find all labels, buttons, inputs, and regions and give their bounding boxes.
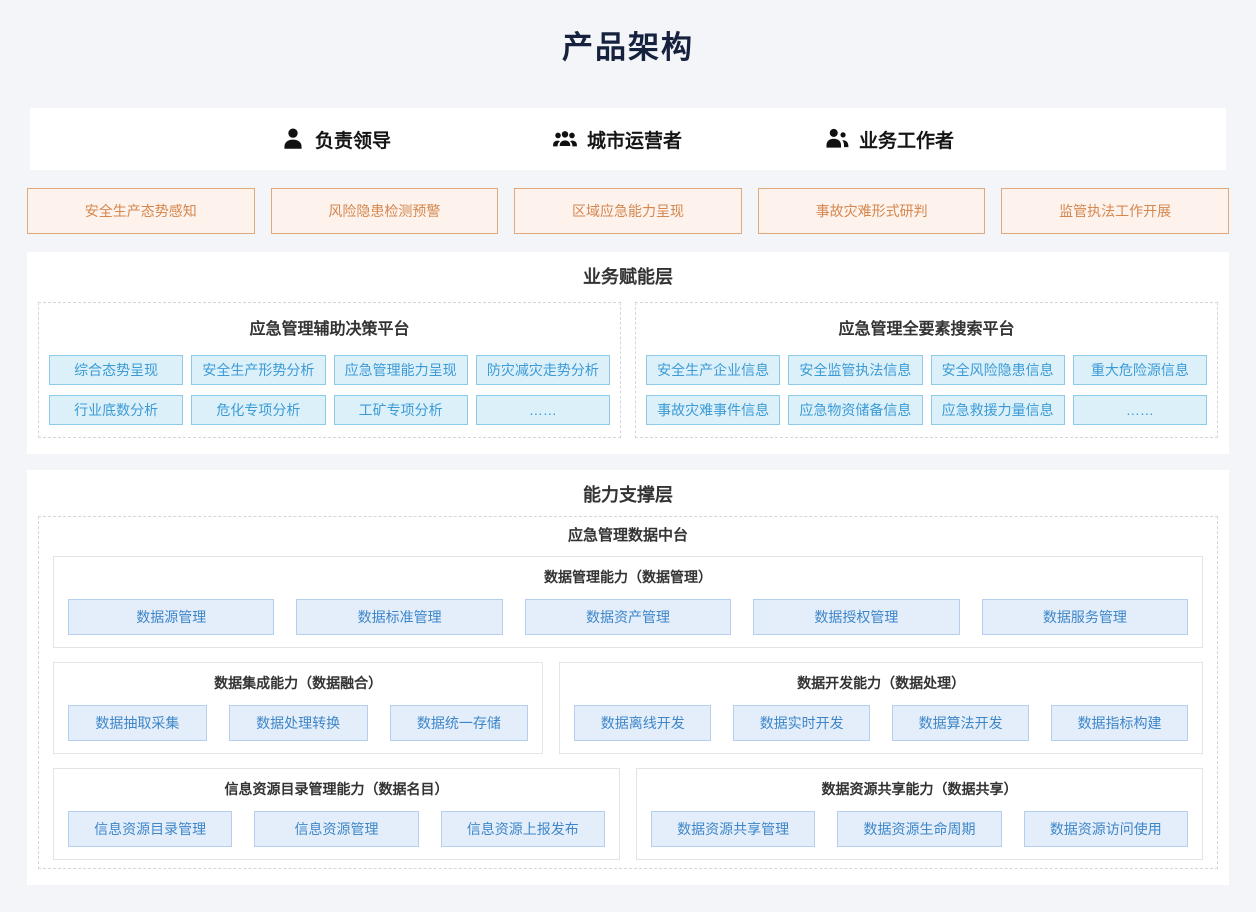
platform-decision-support: 应急管理辅助决策平台 综合态势呈现 安全生产形势分析 应急管理能力呈现 防灾减灾…: [38, 302, 621, 438]
group-title: 数据开发能力（数据处理）: [797, 675, 966, 691]
user-roles-bar: 负责领导 城市运营者 业务工作者: [30, 108, 1226, 170]
scenario-safety-situation: 安全生产态势感知: [27, 188, 255, 234]
group-data-management: 数据管理能力（数据管理） 数据源管理 数据标准管理 数据资产管理 数据授权管理 …: [53, 556, 1203, 648]
platform-full-element-search: 应急管理全要素搜索平台 安全生产企业信息 安全监管执法信息 安全风险隐患信息 重…: [635, 302, 1218, 438]
platform-title: 应急管理全要素搜索平台: [838, 321, 1015, 338]
capability-chip: 数据源管理: [68, 599, 275, 635]
group-row: 信息资源目录管理能力（数据名目） 信息资源目录管理 信息资源管理 信息资源上报发…: [53, 768, 1203, 860]
capability-chip: 数据统一存储: [389, 705, 529, 741]
feature-chip: 防灾减灾走势分析: [475, 355, 610, 385]
capability-chip: 数据离线开发: [574, 705, 712, 741]
capability-chip: 数据标准管理: [296, 599, 503, 635]
scenario-regional-capability: 区域应急能力呈现: [514, 188, 742, 234]
feature-chip: 应急管理能力呈现: [333, 355, 468, 385]
platform-feature-grid: 安全生产企业信息 安全监管执法信息 安全风险隐患信息 重大危险源信息 事故灾难事…: [646, 355, 1207, 425]
capability-chip: 数据指标构建: [1051, 705, 1189, 741]
group-chip-row: 数据离线开发 数据实时开发 数据算法开发 数据指标构建: [574, 705, 1189, 741]
feature-chip: 安全风险隐患信息: [930, 355, 1065, 385]
scenario-risk-warning: 风险隐患检测预警: [270, 188, 499, 234]
capability-chip: 信息资源管理: [254, 811, 419, 847]
feature-chip: 行业底数分析: [49, 395, 184, 425]
group-data-development: 数据开发能力（数据处理） 数据离线开发 数据实时开发 数据算法开发 数据指标构建: [559, 662, 1203, 754]
role-leader: 负责领导: [280, 126, 552, 153]
group-row: 数据集成能力（数据融合） 数据抽取采集 数据处理转换 数据统一存储 数据开发能力…: [53, 662, 1203, 754]
business-layer-title: 业务赋能层: [583, 267, 673, 287]
feature-chip: 综合态势呈现: [49, 355, 184, 385]
capability-chip: 数据资产管理: [524, 599, 732, 635]
feature-chip: 工矿专项分析: [333, 395, 468, 425]
group-title: 信息资源目录管理能力（数据名目）: [224, 781, 449, 797]
role-label: 负责领导: [315, 130, 392, 152]
feature-chip: 应急物资储备信息: [788, 395, 923, 425]
capability-chip: 信息资源上报发布: [440, 811, 605, 847]
platform-title: 应急管理辅助决策平台: [249, 321, 410, 338]
feature-chip: 应急救援力量信息: [930, 395, 1065, 425]
capability-chip: 数据实时开发: [733, 705, 871, 741]
scenario-disaster-analysis: 事故灾难形式研判: [757, 188, 986, 234]
capability-chip: 数据授权管理: [753, 599, 960, 635]
data-platform-title: 应急管理数据中台: [567, 527, 688, 544]
capability-layer-title: 能力支撑层: [583, 485, 673, 505]
platform-feature-grid: 综合态势呈现 安全生产形势分析 应急管理能力呈现 防灾减灾走势分析 行业底数分析…: [49, 355, 610, 425]
capability-chip: 数据资源生命周期: [837, 811, 1002, 847]
feature-chip-more: ……: [475, 395, 610, 425]
feature-chip: 事故灾难事件信息: [646, 395, 781, 425]
feature-chip: 安全生产形势分析: [191, 355, 326, 385]
group-info-resource-catalog: 信息资源目录管理能力（数据名目） 信息资源目录管理 信息资源管理 信息资源上报发…: [53, 768, 620, 860]
leader-person-icon: [280, 126, 306, 152]
group-chip-row: 信息资源目录管理 信息资源管理 信息资源上报发布: [68, 811, 605, 847]
group-chip-row: 数据抽取采集 数据处理转换 数据统一存储: [68, 705, 529, 741]
feature-chip: 重大危险源信息: [1072, 355, 1207, 385]
platforms-row: 应急管理辅助决策平台 综合态势呈现 安全生产形势分析 应急管理能力呈现 防灾减灾…: [38, 302, 1218, 438]
capability-chip: 数据处理转换: [228, 705, 368, 741]
capability-chip: 数据算法开发: [892, 705, 1030, 741]
data-middle-platform: 应急管理数据中台 数据管理能力（数据管理） 数据源管理 数据标准管理 数据资产管…: [38, 516, 1218, 869]
operators-group-icon: [552, 126, 578, 152]
feature-chip: 安全生产企业信息: [646, 355, 781, 385]
role-label: 城市运营者: [587, 130, 683, 152]
group-data-integration: 数据集成能力（数据融合） 数据抽取采集 数据处理转换 数据统一存储: [53, 662, 544, 754]
group-title: 数据管理能力（数据管理）: [544, 569, 712, 585]
feature-chip: 安全监管执法信息: [788, 355, 923, 385]
capability-support-layer: 能力支撑层 应急管理数据中台 数据管理能力（数据管理） 数据源管理 数据标准管理…: [27, 470, 1229, 885]
role-business-worker: 业务工作者: [824, 126, 1096, 153]
page-title: 产品架构: [562, 30, 694, 65]
group-chip-row: 数据资源共享管理 数据资源生命周期 数据资源访问使用: [651, 811, 1188, 847]
capability-chip: 数据抽取采集: [68, 705, 207, 741]
business-enablement-layer: 业务赋能层 应急管理辅助决策平台 综合态势呈现 安全生产形势分析 应急管理能力呈…: [27, 252, 1229, 454]
feature-chip: 危化专项分析: [191, 395, 326, 425]
role-label: 业务工作者: [859, 130, 955, 152]
scenario-law-enforcement: 监管执法工作开展: [1001, 188, 1229, 234]
group-title: 数据资源共享能力（数据共享）: [821, 781, 1018, 797]
feature-chip-more: ……: [1072, 395, 1207, 425]
capability-chip: 信息资源目录管理: [68, 811, 233, 847]
capability-chip: 数据资源共享管理: [651, 811, 816, 847]
group-chip-row: 数据源管理 数据标准管理 数据资产管理 数据授权管理 数据服务管理: [68, 599, 1189, 635]
business-scenarios-row: 安全生产态势感知 风险隐患检测预警 区域应急能力呈现 事故灾难形式研判 监管执法…: [27, 188, 1229, 234]
capability-chip: 数据资源访问使用: [1023, 811, 1188, 847]
role-city-operator: 城市运营者: [552, 126, 824, 153]
capability-chip: 数据服务管理: [981, 599, 1189, 635]
group-data-resource-sharing: 数据资源共享能力（数据共享） 数据资源共享管理 数据资源生命周期 数据资源访问使…: [636, 768, 1203, 860]
group-title: 数据集成能力（数据融合）: [214, 675, 383, 691]
workers-pair-icon: [824, 126, 850, 152]
